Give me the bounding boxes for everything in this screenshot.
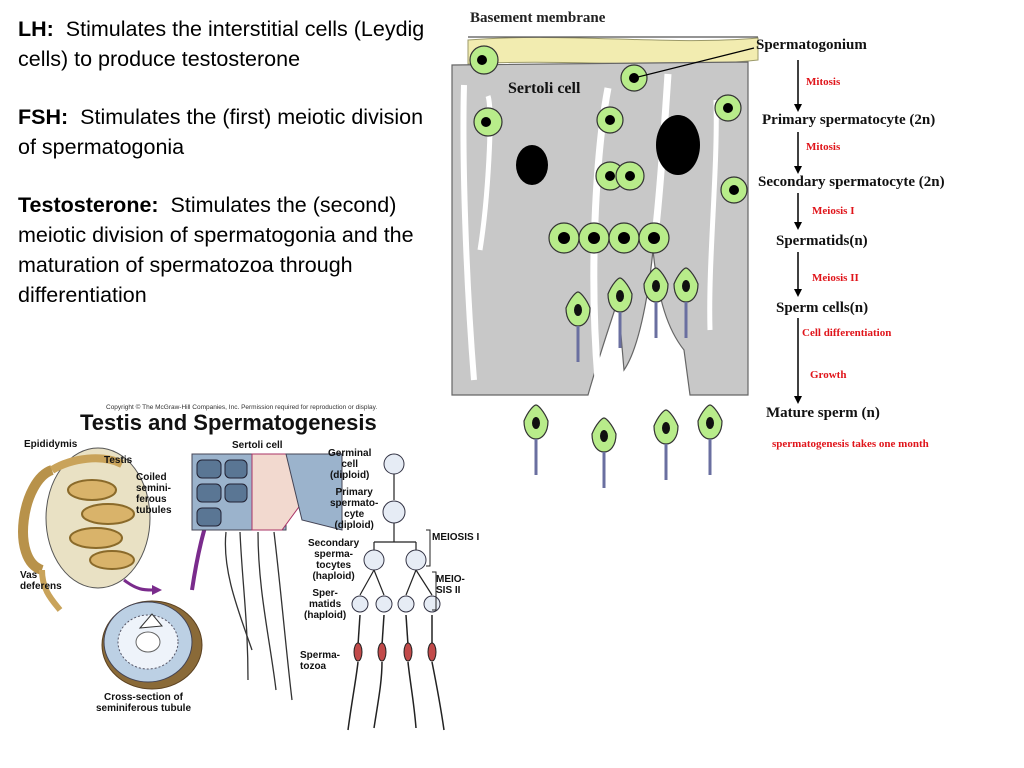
label-primary-spermatocyte: Primary spermato- cyte (diploid)	[330, 487, 378, 531]
label-line: tubules	[136, 505, 172, 516]
label-line: cyte	[344, 509, 365, 520]
label-line: tozoa	[300, 661, 327, 672]
cross-section-illustration	[101, 600, 203, 690]
hormone-testosterone: Testosterone: Stimulates the (second) me…	[18, 190, 428, 310]
label-line: sperma-	[314, 549, 354, 560]
stage-primary-spermatocyte: Primary spermatocyte (2n)	[762, 112, 936, 128]
label-line: seminiferous tubule	[96, 703, 192, 714]
basement-membrane	[467, 36, 759, 65]
label-epididymis: Epididymis	[24, 439, 78, 450]
label-line: Germinal	[328, 448, 372, 459]
label-line: deferens	[20, 581, 62, 592]
hormone-name: FSH:	[18, 105, 69, 129]
label-line: Primary	[335, 487, 373, 498]
sertoli-nucleus	[656, 115, 700, 175]
label-line: Secondary	[308, 538, 360, 549]
label-line: spermato-	[330, 498, 379, 509]
label-line: Coiled	[136, 472, 167, 483]
hormone-list: LH: Stimulates the interstitial cells (L…	[18, 14, 428, 338]
sertoli-diagram	[451, 36, 802, 490]
label-line: ferous	[136, 494, 167, 505]
label-spermatids: Sper- matids (haploid)	[304, 588, 346, 621]
process-meiosis-1: Meiosis I	[812, 205, 855, 217]
stage-sperm-cells: Sperm cells(n)	[776, 300, 869, 316]
testis-illustration	[18, 447, 151, 612]
label-cross-section: Cross-section of seminiferous tubule	[96, 692, 191, 714]
label-line: cell	[341, 459, 359, 470]
label-germinal-cell: Germinal cell (diploid)	[328, 448, 371, 481]
label-line: Vas	[20, 570, 38, 581]
stage-secondary-spermatocyte: Secondary spermatocyte (2n)	[758, 174, 945, 190]
label-line: semini-	[136, 483, 172, 494]
process-meiosis-2: Meiosis II	[812, 272, 859, 284]
hormone-text: Stimulates the (second) meiotic division…	[18, 193, 414, 307]
label-secondary-spermatocytes: Secondary sperma- tocytes (haploid)	[308, 538, 359, 582]
label-line: (haploid)	[312, 571, 355, 582]
label-meiosis-1: MEIOSIS I	[432, 532, 480, 543]
process-mitosis: Mitosis	[806, 141, 841, 153]
duration-note: spermatogenesis takes one month	[772, 438, 929, 450]
sertoli-cell-label: Sertoli cell	[508, 80, 581, 97]
hormone-lh: LH: Stimulates the interstitial cells (L…	[18, 14, 428, 74]
hormone-name: Testosterone:	[18, 193, 159, 217]
copyright-notice: Copyright © The McGraw-Hill Companies, I…	[106, 404, 378, 411]
sertoli-nucleus	[516, 145, 548, 185]
testis-figure	[18, 447, 445, 731]
label-line: matids	[308, 599, 342, 610]
process-cell-differentiation: Cell differentiation	[802, 327, 892, 339]
hormone-fsh: FSH: Stimulates the (first) meiotic divi…	[18, 102, 428, 162]
process-mitosis: Mitosis	[806, 76, 841, 88]
hormone-name: LH:	[18, 17, 54, 41]
hormone-text: Stimulates the interstitial cells (Leydi…	[18, 17, 425, 71]
hormone-text: Stimulates the (first) meiotic division …	[18, 105, 424, 159]
label-line: Cross-section of	[104, 692, 183, 703]
label-line: tocytes	[316, 560, 352, 571]
label-line: SIS II	[436, 585, 461, 596]
label-line: Sper-	[312, 588, 338, 599]
label-line: MEIO-	[436, 574, 465, 585]
stage-spermatogonium: Spermatogonium	[756, 37, 867, 53]
label-sertoli-cell: Sertoli cell	[232, 440, 283, 451]
testis-figure-title: Testis and Spermatogenesis	[80, 410, 377, 435]
stage-spermatids: Spermatids(n)	[776, 233, 868, 249]
basement-membrane-label: Basement membrane	[470, 10, 606, 26]
label-spermatozoa: Sperma- tozoa	[300, 650, 340, 672]
label-line: (diploid)	[334, 520, 374, 531]
label-vas-deferens: Vas deferens	[20, 570, 62, 592]
label-line: (diploid)	[329, 470, 370, 481]
label-coiled-tubules: Coiled semini- ferous tubules	[136, 472, 172, 516]
label-line: Sperma-	[300, 650, 341, 661]
label-testis: Testis	[104, 455, 133, 466]
spermatozoa-group	[347, 614, 445, 731]
label-meiosis-2: MEIO- SIS II	[436, 574, 465, 596]
stage-mature-sperm: Mature sperm (n)	[766, 405, 880, 421]
label-line: (haploid)	[304, 610, 347, 621]
process-growth: Growth	[810, 369, 847, 381]
